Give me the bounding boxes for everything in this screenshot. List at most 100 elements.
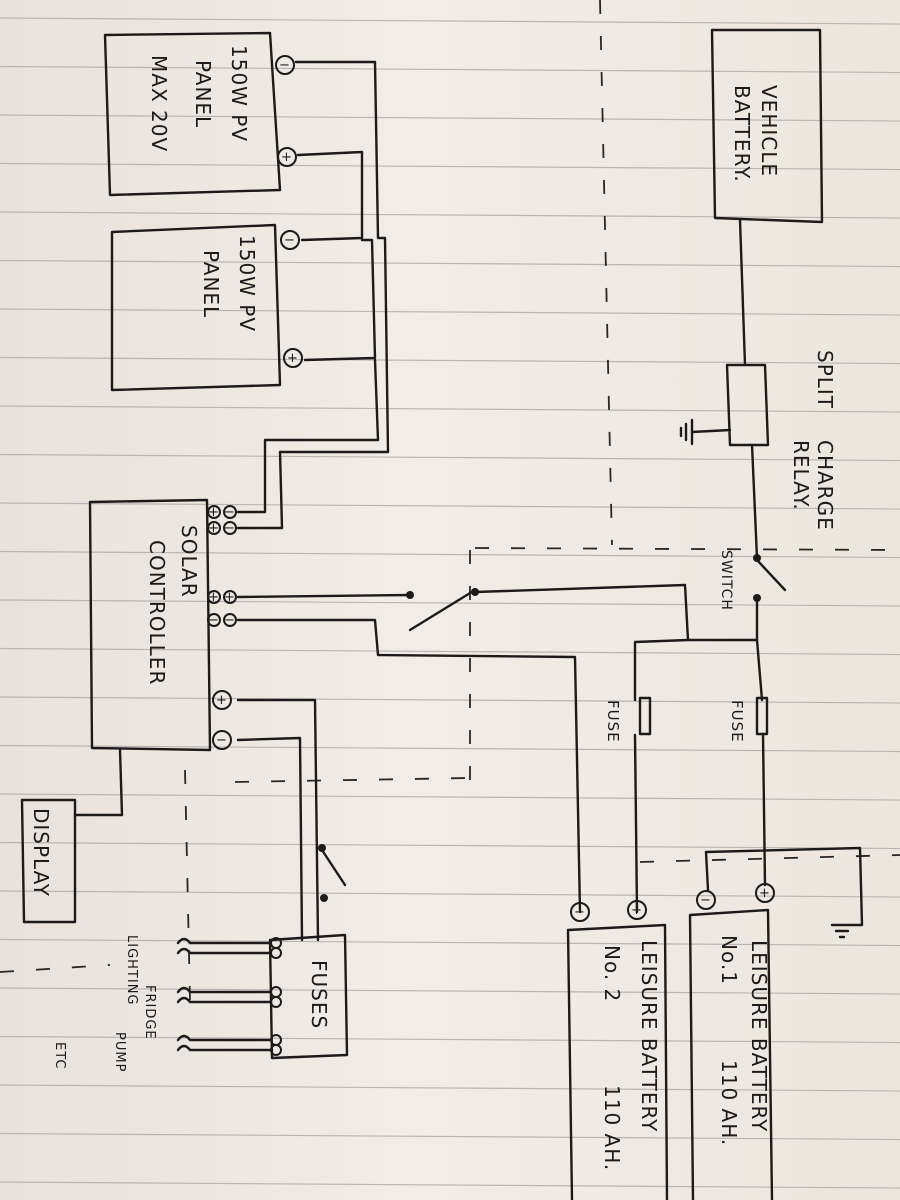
load-wire (176, 986, 272, 994)
ruled-line (0, 405, 900, 413)
panel1-label-3: MAX 20V (147, 55, 171, 152)
terminal-minus: − (207, 613, 221, 628)
load-lines (176, 937, 282, 1056)
terminal-plus: + (755, 883, 775, 903)
panel1-label-2: PANEL (191, 60, 215, 128)
ruled-line (0, 162, 900, 171)
ruled-line (0, 17, 900, 25)
ground-wiring (704, 846, 864, 939)
controller-label-2: CONTROLLER (145, 540, 169, 685)
load-label-lighting: LIGHTING (124, 935, 139, 1006)
terminal-minus: − (223, 613, 237, 628)
vehicle-battery-label-1: VEHICLE (757, 85, 781, 177)
terminal-symbol: + (281, 150, 293, 165)
ruled-line (0, 65, 900, 74)
ruled-line (0, 890, 900, 898)
ruled-paper-lines (0, 17, 900, 1189)
relay-label-2: CHARGE (813, 440, 837, 531)
ruled-line (0, 356, 900, 365)
terminal-plus: + (277, 147, 297, 167)
terminal-symbol: + (216, 693, 228, 708)
ruled-line (0, 938, 900, 947)
terminal-plus: + (212, 690, 232, 710)
terminal-symbol: + (287, 351, 299, 366)
terminal-symbol: + (208, 590, 220, 605)
load-wire (176, 937, 272, 945)
terminals: +−+−++−−−+−++−+−+− (207, 55, 775, 922)
inline-fuses: FUSE FUSE (604, 696, 769, 887)
ruled-line (0, 502, 900, 510)
leisure1-label-3: 110 AH. (717, 1060, 741, 1146)
terminal-minus: − (212, 730, 232, 750)
load-labels: LIGHTING FRIDGE PUMP ETC (52, 935, 157, 1072)
ruled-line (0, 1181, 900, 1189)
ruled-line (0, 1084, 900, 1092)
load-wiring (236, 698, 347, 942)
load-label-pump: PUMP (112, 1032, 127, 1072)
switch-label: SWITCH (718, 550, 734, 611)
panel-wiring (236, 60, 390, 530)
terminal-minus: − (275, 55, 295, 75)
leisure-battery-2: LEISURE BATTERY No. 2 110 AH. (566, 923, 669, 1200)
pv-panel-2: 150W PV PANEL (110, 223, 282, 392)
terminal-plus: + (207, 521, 221, 536)
display-label: DISPLAY (29, 808, 53, 897)
terminal-symbol: + (631, 903, 643, 918)
load-label-etc: ETC (52, 1042, 67, 1069)
leisure1-label-1: LEISURE BATTERY (747, 940, 771, 1132)
load-terminal (270, 947, 282, 959)
ruled-line (0, 114, 900, 122)
load-wire (176, 1044, 272, 1052)
terminal-minus: − (223, 521, 237, 536)
load-wire (176, 996, 272, 1004)
ruled-line (0, 647, 900, 656)
load-terminal (270, 986, 282, 998)
fuses-label: FUSES (307, 960, 331, 1029)
panel1-label-1: 150W PV (227, 45, 251, 142)
leisure2-label-1: LEISURE BATTERY (637, 940, 661, 1132)
load-label-fridge: FRIDGE (142, 985, 157, 1040)
leisure1-label-2: No.1 (717, 935, 741, 985)
terminal-symbol: − (574, 905, 586, 920)
display: DISPLAY (20, 748, 124, 924)
load-wire (176, 1034, 272, 1042)
ruled-line (0, 1132, 900, 1141)
load-wire (176, 947, 272, 955)
ruled-line (0, 696, 900, 704)
controller-label-1: SOLAR (177, 525, 201, 598)
ruled-line (0, 453, 900, 462)
leisure2-label-2: No. 2 (600, 945, 624, 1002)
terminal-plus: + (627, 900, 647, 920)
terminal-symbol: − (224, 505, 236, 520)
split-charge-relay: SPLIT CHARGE RELAY. SWITCH (679, 350, 837, 702)
panel2-label-2: PANEL (199, 250, 223, 318)
terminal-symbol: − (700, 893, 712, 908)
terminal-symbol: + (208, 505, 220, 520)
fuse-box: FUSES (268, 933, 349, 1060)
ruled-line (0, 987, 900, 995)
ruled-line (0, 1035, 900, 1044)
load-terminal (270, 996, 282, 1008)
fuse-label-2: FUSE (604, 700, 622, 743)
terminal-plus: + (207, 505, 221, 520)
vehicle-battery-label-2: BATTERY. (730, 85, 754, 183)
terminal-symbol: − (216, 733, 228, 748)
ruled-line (0, 550, 900, 559)
dashed-boundaries (0, 0, 900, 1001)
terminal-symbol: + (224, 590, 236, 605)
leisure-battery-1: LEISURE BATTERY No.1 110 AH. (688, 908, 774, 1200)
ruled-line (0, 841, 900, 850)
relay-label-3: RELAY. (789, 440, 813, 511)
pv-panel-1: 150W PV PANEL MAX 20V (103, 31, 282, 197)
ruled-line (0, 793, 900, 801)
battery-charge-wiring (236, 583, 690, 914)
relay-label-1: SPLIT (813, 350, 837, 409)
ruled-line (0, 308, 900, 316)
panel2-label-1: 150W PV (235, 235, 259, 332)
terminal-plus: + (283, 348, 303, 368)
terminal-symbol: − (279, 58, 291, 73)
terminal-symbol: − (224, 521, 236, 536)
ruled-line (0, 211, 900, 219)
terminal-minus: − (280, 230, 300, 250)
